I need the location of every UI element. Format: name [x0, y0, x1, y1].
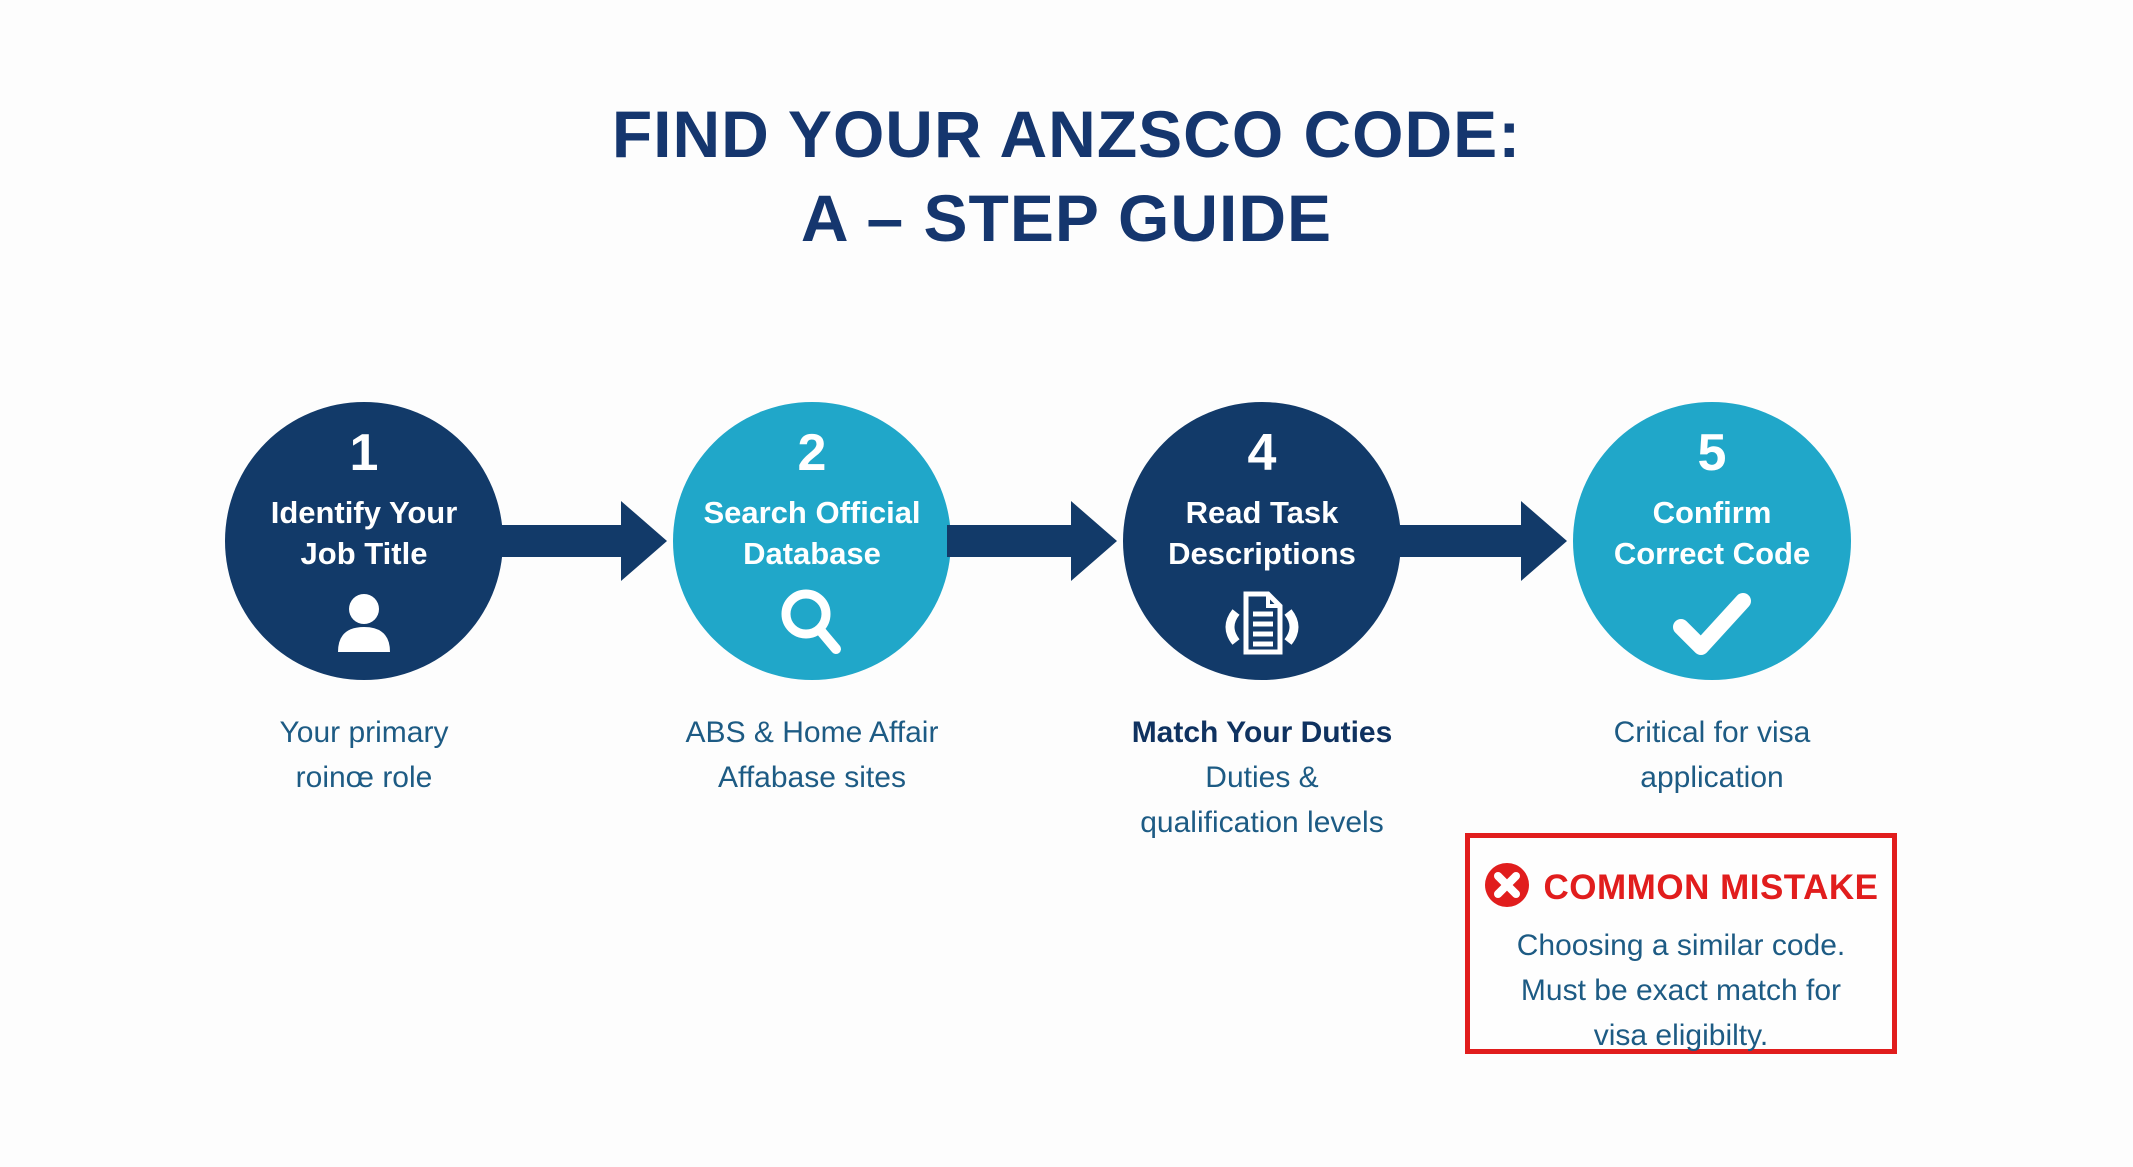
- step-caption-2: ABS & Home Affair Affabase sites: [685, 716, 939, 794]
- flow-arrow-icon: [497, 501, 667, 581]
- step-number: 4: [1247, 424, 1277, 482]
- step-label: Search Official Database: [703, 495, 921, 571]
- flow-arrow-icon: [1397, 501, 1567, 581]
- step-caption-bold: Match Your Duties: [1131, 716, 1393, 749]
- common-mistake-title: COMMON MISTAKE: [1543, 867, 1879, 907]
- check-icon: [1667, 582, 1757, 666]
- step-number: 1: [349, 424, 379, 482]
- step-circle-4: 4 Read Task Descriptions: [1123, 402, 1401, 680]
- step-circle-5: 5 Confirm Correct Code: [1573, 402, 1851, 680]
- flow-arrow-icon: [947, 501, 1117, 581]
- title-line-2: A – STEP GUIDE: [800, 181, 1333, 255]
- step-circle-1: 1 Identify Your Job Title: [225, 402, 503, 680]
- step-number: 5: [1697, 424, 1727, 482]
- step-label: Read Task Descriptions: [1168, 495, 1356, 571]
- documents-icon: [1216, 582, 1308, 666]
- common-mistake-text: Choosing a similar code. Must be exact m…: [1516, 929, 1846, 1052]
- common-mistake-header: COMMON MISTAKE: [1470, 862, 1892, 913]
- page-title: FIND YOUR ANZSCO CODE: A – STEP GUIDE: [0, 92, 2133, 260]
- common-mistake-box: COMMON MISTAKE Choosing a similar code. …: [1465, 833, 1897, 1054]
- step-label: Identify Your Job Title: [270, 495, 458, 571]
- step-number: 2: [797, 424, 827, 482]
- search-icon: [772, 582, 852, 666]
- step-label: Confirm Correct Code: [1613, 495, 1811, 571]
- step-caption-4: Match Your Duties Duties & qualification…: [1042, 710, 1482, 845]
- step-caption-1: Your primary roinœ role: [279, 716, 449, 794]
- step-circle-2: 2 Search Official Database: [673, 402, 951, 680]
- title-line-1: FIND YOUR ANZSCO CODE:: [611, 97, 1522, 171]
- step-caption-5: Critical for visa application: [1613, 716, 1811, 794]
- error-x-icon: [1484, 862, 1530, 913]
- person-icon: [328, 582, 400, 666]
